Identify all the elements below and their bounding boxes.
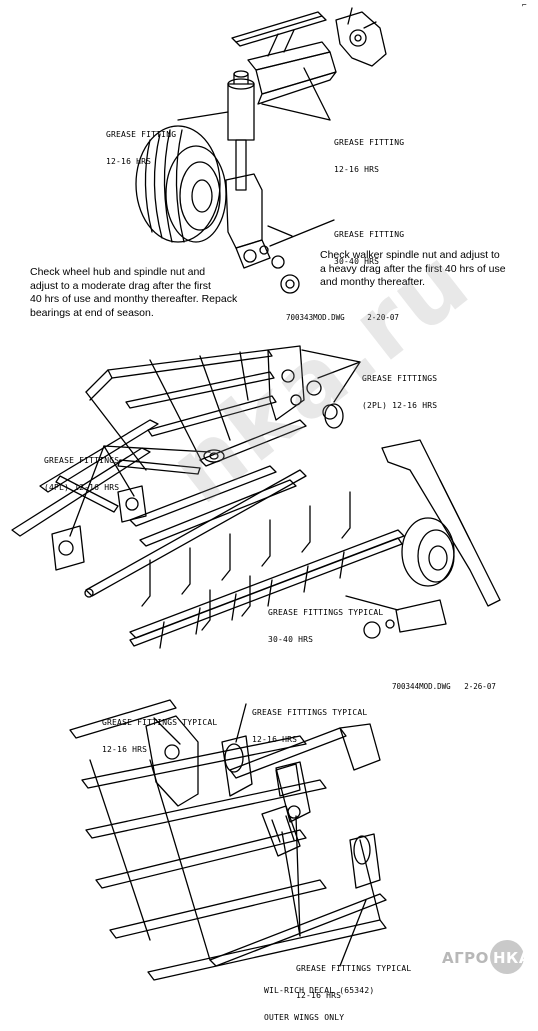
gauge-wheel-drawing xyxy=(135,7,387,294)
label-line: OUTER WINGS ONLY xyxy=(264,1013,345,1022)
label-line: GREASE FITTING xyxy=(334,230,405,239)
label-line: GREASE FITTING xyxy=(106,130,177,139)
logo-word-1: АГРО xyxy=(442,949,489,967)
label-line: 30-40 HRS xyxy=(268,635,314,644)
corner-mark: ⌐ xyxy=(522,0,527,9)
note-line: 40 hrs of use and monthy thereafter. Rep… xyxy=(30,293,238,305)
label-line: (2PL) 12-16 HRS xyxy=(362,401,438,410)
grease-fittings-wheel-label: GREASE FITTINGS TYPICAL 30-40 HRS xyxy=(268,590,383,653)
label-line: WIL-RICH DECAL (65342) xyxy=(264,986,375,995)
label-line: GREASE FITTINGS TYPICAL xyxy=(102,718,218,727)
label-line: GREASE FITTINGS TYPICAL xyxy=(296,964,412,973)
line-drawings xyxy=(11,7,501,981)
wheel-hub-note: Check wheel hub and spindle nut and adju… xyxy=(30,266,237,320)
note-line: bearings at end of season. xyxy=(30,306,154,319)
note-line: Check walker spindle nut and adjust to xyxy=(320,249,500,261)
label-line: 12-16 HRS xyxy=(296,991,342,1000)
label-line: GREASE FITTINGS xyxy=(362,374,438,383)
label-line: 12-16 HRS xyxy=(106,157,152,166)
logo-circle xyxy=(490,940,524,974)
walker-spindle-note: Check walker spindle nut and adjust to a… xyxy=(320,249,506,290)
hinge-drawing xyxy=(69,699,387,981)
grease-fittings-hinge-label-a: GREASE FITTINGS TYPICAL 12-16 HRS xyxy=(102,700,217,763)
grease-fitting-label-spindle: GREASE FITTING 30-40 HRS xyxy=(334,212,404,275)
label-line: GREASE FITTINGS TYPICAL xyxy=(268,608,384,617)
label-line: GREASE FITTING xyxy=(334,138,405,147)
note-line: a heavy drag after the first 40 hrs of u… xyxy=(320,262,506,275)
drawing-number-2: 700344MOD.DWG 2-26-07 xyxy=(392,682,496,691)
drawing-number-1: 700343MOD.DWG 2-20-07 xyxy=(286,313,399,322)
grease-fitting-label-wheel: GREASE FITTING 12-16 HRS xyxy=(106,112,176,175)
agronka-logo: АГРО НКА xyxy=(442,940,534,976)
grease-fittings-hinge-label-b: GREASE FITTINGS TYPICAL 12-16 HRS xyxy=(252,690,367,753)
frame-drawing xyxy=(11,345,501,649)
label-line: 12-16 HRS xyxy=(252,735,298,744)
note-line: adjust to a moderate drag after the firs… xyxy=(30,279,211,292)
label-line: 30-40 HRS xyxy=(334,257,380,266)
grease-fittings-2pl-label: GREASE FITTINGS (2PL) 12-16 HRS xyxy=(362,356,437,419)
label-line: (4PL) 12-16 HRS xyxy=(44,483,120,492)
label-line: 12-16 HRS xyxy=(334,165,380,174)
manual-page: GREASE FITTING 12-16 HRS GREASE FITTING … xyxy=(11,0,534,1022)
note-line: Check wheel hub and spindle nut and xyxy=(30,266,206,278)
label-line: 12-16 HRS xyxy=(102,745,148,754)
grease-fitting-label-arm: GREASE FITTING 12-16 HRS xyxy=(334,120,404,183)
logo-word-2: НКА xyxy=(493,949,531,967)
note-line: and monthy thereafter. xyxy=(320,276,426,288)
label-line: GREASE FITTINGS TYPICAL xyxy=(252,708,368,717)
grease-fittings-hinge-label-c: GREASE FITTINGS TYPICAL 12-16 HRS xyxy=(296,946,411,1009)
label-line: GREASE FITTINGS xyxy=(44,456,120,465)
grease-fittings-4pl-label: GREASE FITTINGS (4PL) 12-16 HRS xyxy=(44,438,119,501)
